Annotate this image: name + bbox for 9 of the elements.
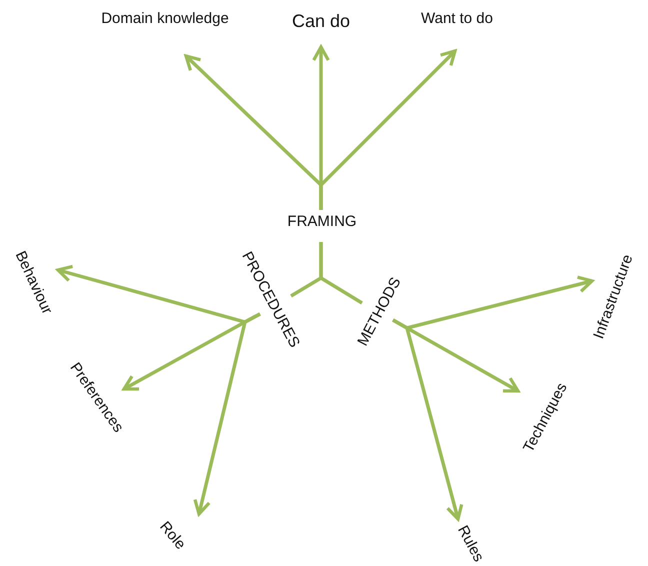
node-label: Can do — [292, 12, 350, 32]
node-label: Rules — [454, 523, 486, 565]
node-label: Domain knowledge — [101, 10, 229, 28]
connector-line — [319, 242, 363, 304]
node-label: Want to do — [421, 10, 493, 28]
arrow — [193, 312, 261, 516]
arrow — [319, 49, 457, 210]
arrow — [392, 318, 464, 521]
node-label: FRAMING — [287, 214, 357, 230]
